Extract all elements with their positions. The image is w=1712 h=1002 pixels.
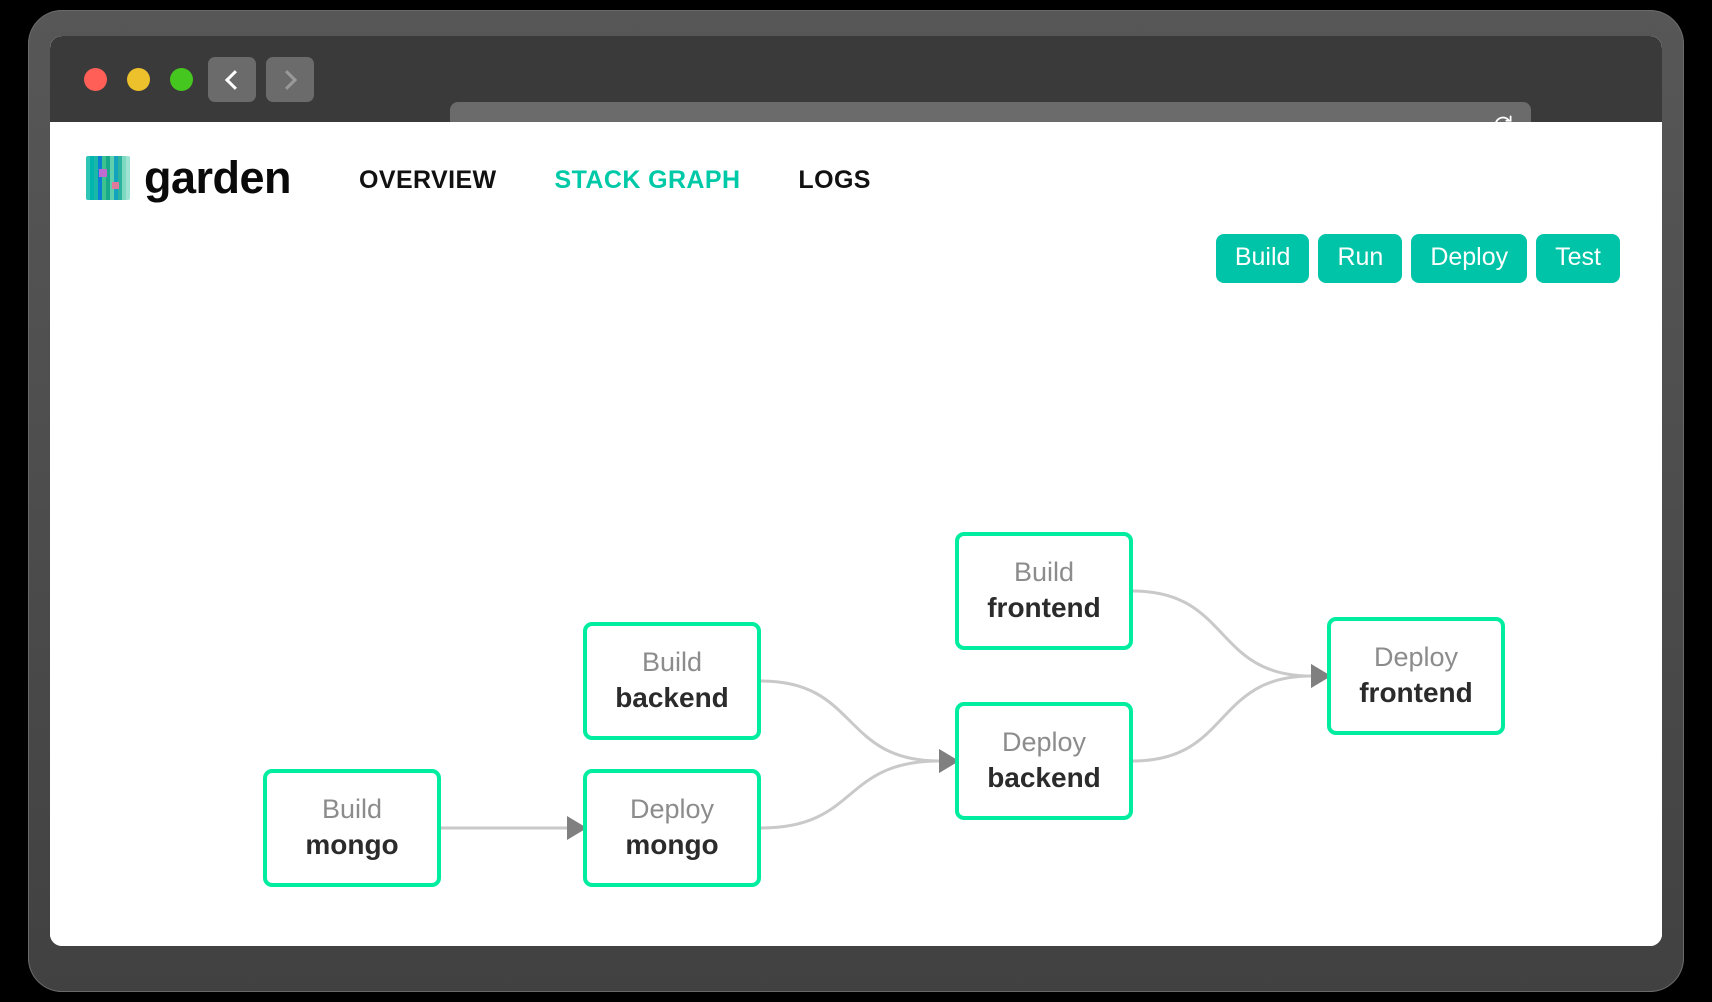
graph-node-deploy-mongo[interactable]: Deploy mongo <box>583 769 761 887</box>
laptop-screen: garden OVERVIEW STACK GRAPH LOGS Build R… <box>50 36 1662 946</box>
graph-node-deploy-backend[interactable]: Deploy backend <box>955 702 1133 820</box>
node-action-label: Build <box>641 646 703 677</box>
graph-node-deploy-frontend[interactable]: Deploy frontend <box>1327 617 1505 735</box>
logo-accent-square <box>111 181 120 190</box>
arrowhead-icon <box>1311 664 1331 688</box>
logo-bar <box>126 156 130 200</box>
graph-node-build-mongo[interactable]: Build mongo <box>263 769 441 887</box>
brand[interactable]: garden <box>86 152 292 204</box>
garden-logo-icon <box>86 156 130 200</box>
logo-bar <box>98 156 102 200</box>
node-action-label: Deploy <box>1373 641 1459 672</box>
arrowhead-icon <box>567 816 587 840</box>
laptop-frame: garden OVERVIEW STACK GRAPH LOGS Build R… <box>28 10 1684 992</box>
chevron-left-icon <box>224 69 245 90</box>
logo-bar <box>94 156 98 200</box>
node-name-label: backend <box>615 682 729 714</box>
graph-node-build-backend[interactable]: Build backend <box>583 622 761 740</box>
build-button[interactable]: Build <box>1215 234 1310 283</box>
logo-bar <box>90 156 94 200</box>
nav-item-overview[interactable]: OVERVIEW <box>359 165 497 194</box>
arrowhead-icon <box>939 749 959 773</box>
graph-edge-build-frontend-to-deploy-frontend <box>1132 589 1312 678</box>
node-name-label: mongo <box>625 829 719 861</box>
close-window-button[interactable] <box>84 68 107 91</box>
logo-accent-square <box>99 169 108 178</box>
browser-chrome <box>50 36 1662 147</box>
logo-bar <box>106 156 110 200</box>
logo-bar <box>114 156 118 200</box>
node-action-label: Deploy <box>629 793 715 824</box>
graph-node-build-frontend[interactable]: Build frontend <box>955 532 1133 650</box>
graph-edge-build-backend-to-deploy-backend <box>760 679 940 763</box>
garden-app: garden OVERVIEW STACK GRAPH LOGS Build R… <box>50 122 1662 946</box>
action-button-bar: Build Run Deploy Test <box>1215 234 1620 283</box>
app-header: garden OVERVIEW STACK GRAPH LOGS <box>50 122 1662 204</box>
node-action-label: Build <box>321 793 383 824</box>
window-controls <box>84 68 193 91</box>
back-button[interactable] <box>208 57 256 102</box>
graph-edges <box>441 589 1331 840</box>
logo-bar <box>122 156 126 200</box>
deploy-button[interactable]: Deploy <box>1411 234 1528 283</box>
run-button[interactable]: Run <box>1318 234 1403 283</box>
node-action-label: Deploy <box>1001 726 1087 757</box>
logo-bar <box>102 156 106 200</box>
browser-nav-buttons <box>208 57 314 102</box>
node-name-label: backend <box>987 762 1101 794</box>
main-nav: OVERVIEW STACK GRAPH LOGS <box>359 162 871 195</box>
logo-bar <box>86 156 90 200</box>
graph-edge-deploy-backend-to-deploy-frontend <box>1132 674 1312 763</box>
node-name-label: mongo <box>305 829 399 861</box>
minimize-window-button[interactable] <box>127 68 150 91</box>
graph-edge-deploy-mongo-to-deploy-backend <box>760 759 940 830</box>
logo-bar <box>110 156 114 200</box>
nav-item-stack-graph[interactable]: STACK GRAPH <box>554 165 741 194</box>
brand-name: garden <box>144 152 292 203</box>
logo-bar <box>118 156 122 200</box>
test-button[interactable]: Test <box>1536 234 1620 283</box>
node-name-label: frontend <box>1359 677 1473 709</box>
chevron-right-icon <box>277 69 298 90</box>
forward-button[interactable] <box>266 57 314 102</box>
node-name-label: frontend <box>987 592 1101 624</box>
node-action-label: Build <box>1013 556 1075 587</box>
nav-item-logs[interactable]: LOGS <box>798 165 871 194</box>
maximize-window-button[interactable] <box>170 68 193 91</box>
